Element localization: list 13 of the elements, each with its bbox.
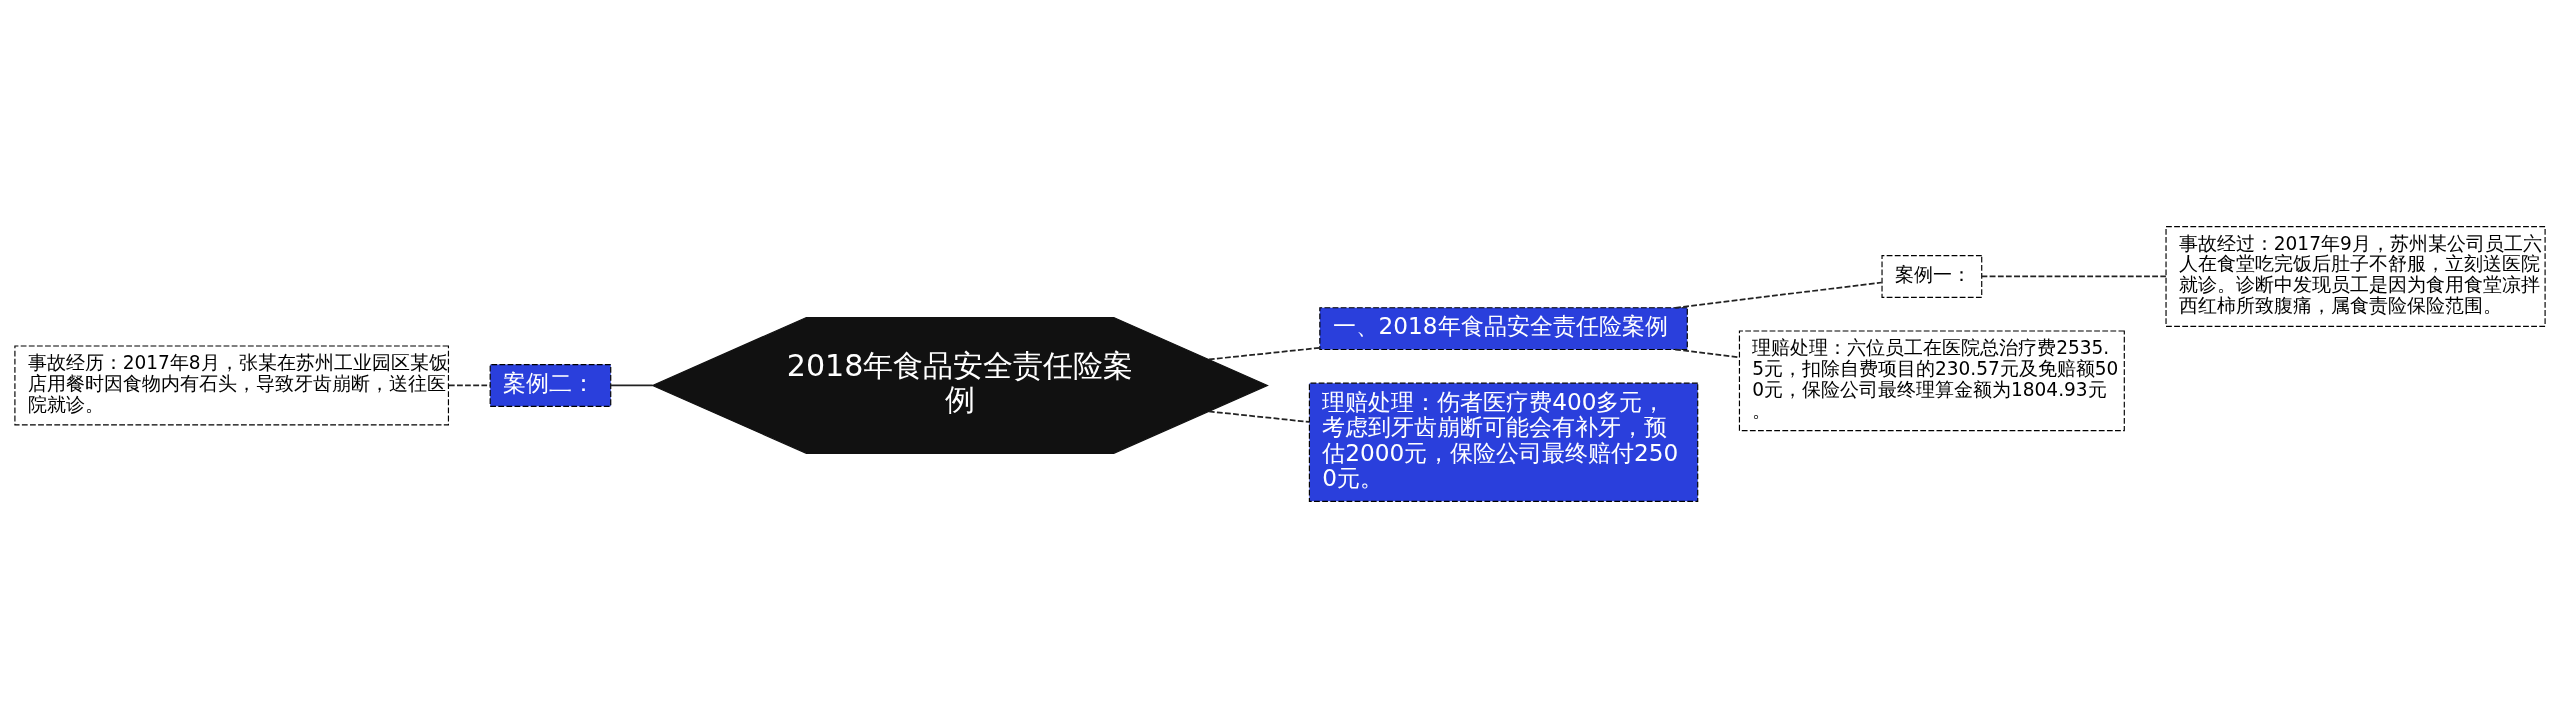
connector [447,384,491,386]
node-box: 一、2018年食品安全责任险案例 [1319,306,1688,350]
node-box: 理赔处理：六位员工在医院总治疗费2535.5元，扣除自费项目的230.57元及免赔额500元，保险公司最终理算金额为1804.93元。 [1738,329,2125,431]
node-box: 理赔处理：伤者医疗费400多元，考虑到牙齿崩断可能会有补牙，预估2000元，保险公司最终赔付2500元。 [1308,382,1699,502]
connector [1208,410,1311,423]
node-box: 事故经历：2017年8月，张某在苏州工业园区某饭店用餐时因食物内有石头，导致牙齿崩断，送往医院就诊。 [14,344,450,425]
node-box: 案例二： [489,363,612,407]
node-box: 案例一： [1881,254,1983,298]
connector [1208,346,1321,360]
connector [1980,275,2167,277]
connector [1674,281,1883,309]
node-box: 事故经过：2017年9月，苏州某公司员工六人在食堂吃完饭后肚子不舒服，立刻送医院就诊。诊断中发现员工是因为食用食堂凉拌西红柿所致腹痛，属食责险保险范围。 [2165,225,2546,327]
connector [609,384,654,386]
